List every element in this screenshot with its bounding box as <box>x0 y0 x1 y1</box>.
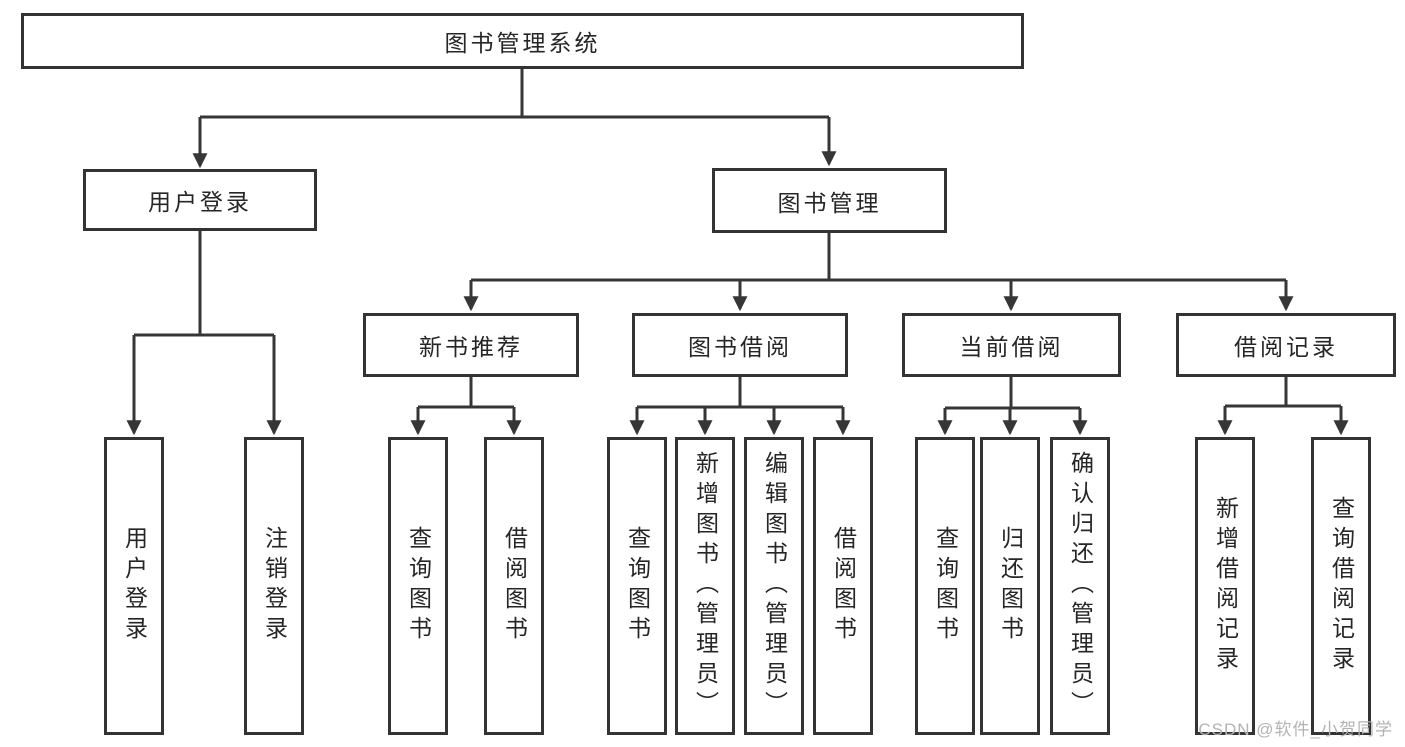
node-root-system: 图书管理系统 <box>21 13 1024 69</box>
node-new-book-recommendation: 新书推荐 <box>363 313 579 377</box>
leaf-borrow-books: 借阅图书 <box>813 437 873 735</box>
leaf-label: 查询图书 <box>932 526 959 646</box>
leaf-add-book-admin: 新增图书（管理员） <box>675 437 735 735</box>
leaf-edit-book-admin: 编辑图书（管理员） <box>744 437 804 735</box>
leaf-label: 归还图书 <box>997 526 1024 646</box>
leaf-label: 查询图书 <box>624 526 651 646</box>
node-label: 借阅记录 <box>1234 334 1338 360</box>
leaf-label: 查询借阅记录 <box>1328 496 1355 676</box>
node-book-borrowing: 图书借阅 <box>632 313 848 377</box>
leaf-label: 借阅图书 <box>830 526 857 646</box>
leaf-query-books: 查询图书 <box>607 437 667 735</box>
node-label: 图书管理 <box>777 189 882 216</box>
node-label: 用户登录 <box>148 189 252 215</box>
leaf-query-books: 查询图书 <box>388 437 448 735</box>
node-book-management: 图书管理 <box>712 168 947 233</box>
leaf-label: 新增借阅记录 <box>1212 496 1239 676</box>
leaf-label: 用户登录 <box>121 526 148 646</box>
leaf-user-login: 用户登录 <box>104 437 164 735</box>
leaf-label: 注销登录 <box>261 526 288 646</box>
leaf-query-borrow-record: 查询借阅记录 <box>1311 437 1371 735</box>
node-user-login: 用户登录 <box>83 169 317 231</box>
node-current-borrowing: 当前借阅 <box>902 313 1121 377</box>
leaf-label: 查询图书 <box>405 526 432 646</box>
leaf-label: 借阅图书 <box>501 526 528 646</box>
leaf-logout: 注销登录 <box>244 437 304 735</box>
csdn-watermark: CSDN @软件_小贺同学 <box>1198 720 1393 739</box>
leaf-add-borrow-record: 新增借阅记录 <box>1195 437 1255 735</box>
leaf-borrow-books: 借阅图书 <box>484 437 544 735</box>
leaf-query-books: 查询图书 <box>915 437 975 735</box>
leaf-confirm-return-admin: 确认归还（管理员） <box>1050 437 1110 735</box>
node-label: 当前借阅 <box>959 334 1064 360</box>
leaf-label: 编辑图书（管理员） <box>761 451 788 721</box>
leaf-label: 确认归还（管理员） <box>1067 451 1094 721</box>
leaf-return-books: 归还图书 <box>980 437 1040 735</box>
node-borrowing-records: 借阅记录 <box>1176 313 1396 377</box>
node-label: 新书推荐 <box>419 334 523 360</box>
node-label: 图书管理系统 <box>444 30 601 56</box>
leaf-label: 新增图书（管理员） <box>692 451 719 721</box>
node-label: 图书借阅 <box>688 334 792 360</box>
